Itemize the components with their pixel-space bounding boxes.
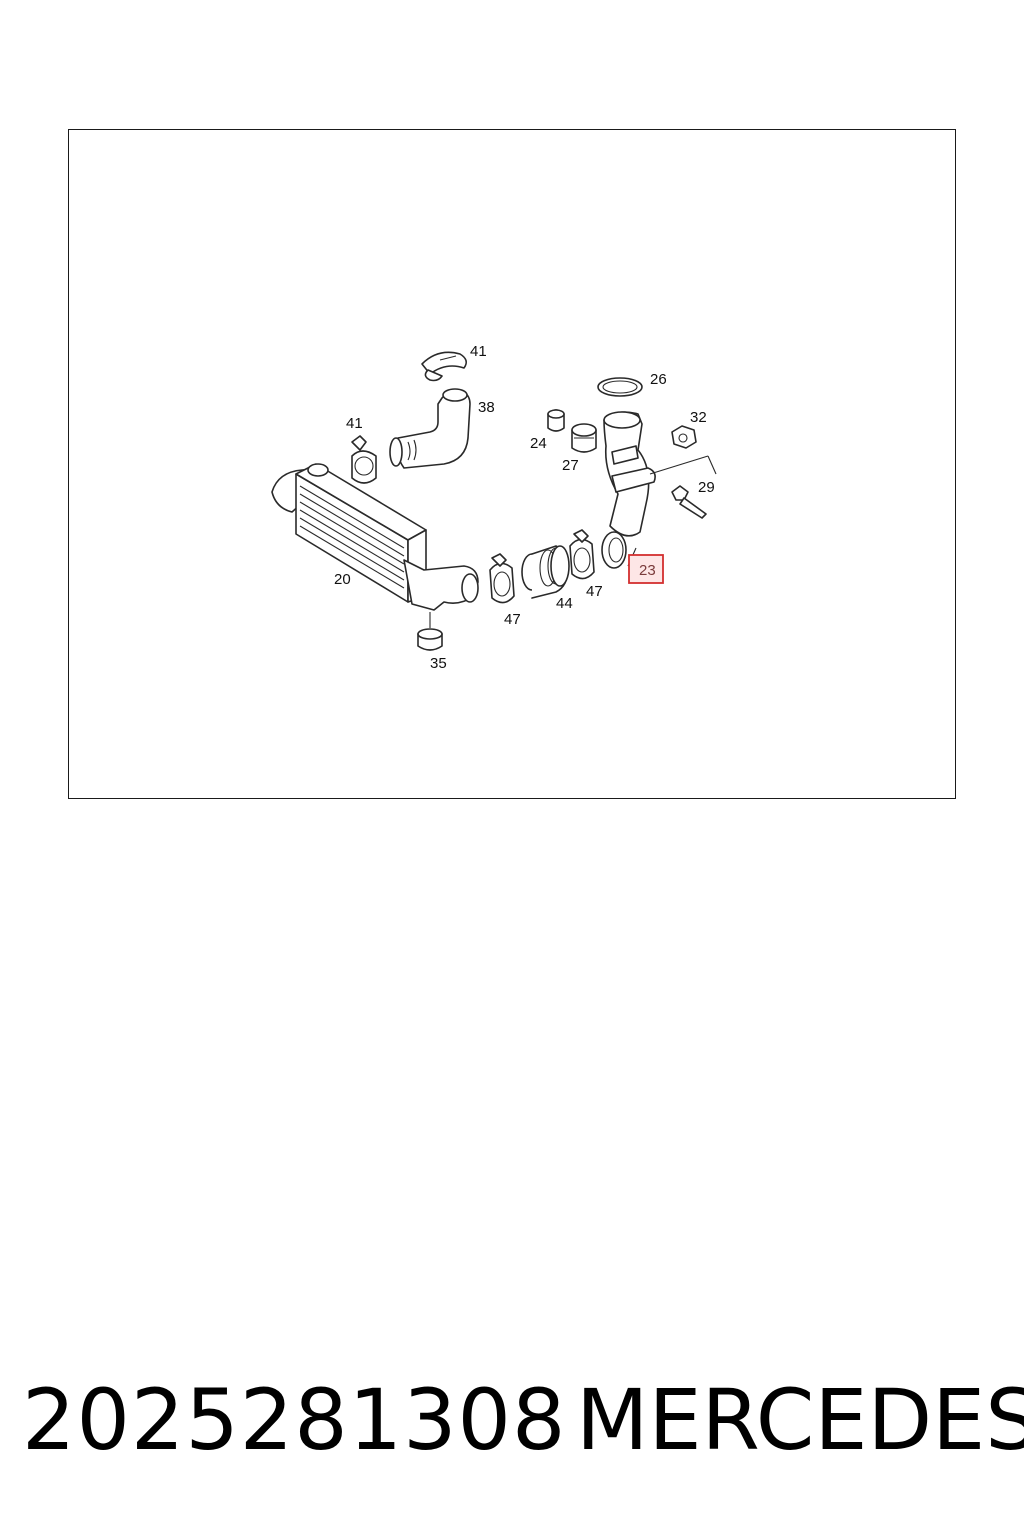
part-26-seal[interactable] xyxy=(597,377,643,397)
part-24-plug[interactable] xyxy=(547,409,565,432)
label-38[interactable]: 38 xyxy=(478,399,495,416)
label-35[interactable]: 35 xyxy=(430,655,447,672)
part-47-clamp-left[interactable] xyxy=(489,553,515,604)
highlighted-callout-23[interactable]: 23 xyxy=(627,547,664,584)
label-24[interactable]: 24 xyxy=(530,435,547,452)
part-29-bolt[interactable] xyxy=(671,485,707,519)
label-41-lower[interactable]: 41 xyxy=(346,415,363,432)
highlight-box xyxy=(628,554,664,584)
label-29[interactable]: 29 xyxy=(698,479,715,496)
label-32[interactable]: 32 xyxy=(690,409,707,426)
part-number: 2025281308 xyxy=(22,1371,567,1469)
label-47-left[interactable]: 47 xyxy=(504,611,521,628)
label-20[interactable]: 20 xyxy=(334,571,351,588)
label-44[interactable]: 44 xyxy=(556,595,573,612)
part-32-nut[interactable] xyxy=(671,425,697,449)
diagram-frame xyxy=(68,129,956,799)
part-35-cap[interactable] xyxy=(417,612,443,651)
label-47-right[interactable]: 47 xyxy=(586,583,603,600)
label-41-top[interactable]: 41 xyxy=(470,343,487,360)
label-27[interactable]: 27 xyxy=(562,457,579,474)
part-20-intercooler[interactable] xyxy=(271,463,479,611)
brand-name: MERCEDES xyxy=(576,1371,1024,1469)
label-23[interactable]: 23 xyxy=(639,562,656,579)
part-44-sleeve[interactable] xyxy=(521,545,570,599)
part-47-clamp-right[interactable] xyxy=(569,529,595,580)
footer: 2025281308 MERCEDES xyxy=(0,1370,1024,1470)
label-26[interactable]: 26 xyxy=(650,371,667,388)
seal-ring[interactable] xyxy=(601,531,627,569)
part-41-clamp-top[interactable] xyxy=(421,351,468,382)
part-38-hose[interactable] xyxy=(389,388,471,469)
part-41-clamp-lower[interactable] xyxy=(351,435,377,484)
part-23-charge-air-pipe[interactable] xyxy=(603,411,717,537)
part-27-grommet[interactable] xyxy=(571,423,597,453)
